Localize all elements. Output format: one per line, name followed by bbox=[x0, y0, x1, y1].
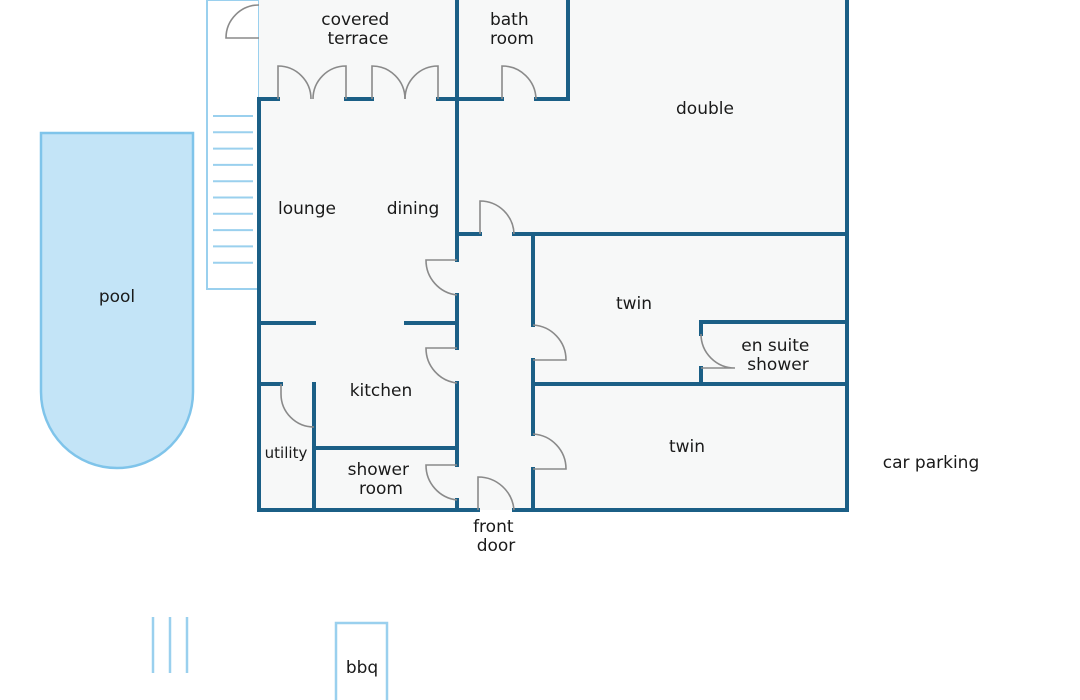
label-dining: dining bbox=[387, 199, 440, 219]
door-swing-icon bbox=[225, 4, 260, 39]
door-swing-icon bbox=[532, 324, 567, 361]
door-swing-icon bbox=[371, 65, 406, 100]
outdoor-shower-posts bbox=[151, 617, 189, 673]
door-swing-icon bbox=[479, 200, 515, 235]
label-utility: utility bbox=[265, 444, 308, 462]
label-front-door: front door bbox=[473, 517, 519, 556]
label-kitchen: kitchen bbox=[350, 381, 413, 401]
label-bbq: bbq bbox=[346, 658, 378, 678]
label-lounge: lounge bbox=[278, 199, 336, 219]
doors bbox=[225, 4, 736, 511]
door-swing-icon bbox=[277, 65, 312, 100]
door-swing-icon bbox=[312, 65, 347, 100]
door-swing-icon bbox=[700, 333, 736, 369]
label-car-parking: car parking bbox=[883, 453, 980, 473]
label-pool: pool bbox=[99, 287, 135, 307]
label-covered-terrace: covered terrace bbox=[321, 10, 395, 49]
label-twin-lower: twin bbox=[669, 437, 705, 457]
door-swing-icon bbox=[532, 433, 567, 470]
step-lines bbox=[213, 115, 253, 264]
house-floor bbox=[259, 0, 847, 510]
bbq-outline bbox=[334, 621, 389, 700]
door-swing-icon bbox=[425, 464, 458, 501]
room-labels: covered terrace bath room double pool lo… bbox=[99, 10, 979, 678]
door-swing-icon bbox=[477, 476, 515, 511]
label-shower-room: shower room bbox=[348, 460, 415, 499]
label-bath-room: bath room bbox=[490, 10, 534, 49]
label-en-suite-shower: en suite shower bbox=[741, 336, 815, 375]
walls bbox=[257, 0, 849, 512]
terrace-steps bbox=[206, 0, 260, 290]
door-swing-icon bbox=[501, 65, 537, 100]
door-swing-icon bbox=[404, 65, 439, 100]
pool bbox=[39, 131, 195, 470]
label-twin-upper: twin bbox=[616, 294, 652, 314]
label-double: double bbox=[676, 99, 734, 119]
door-swing-icon bbox=[280, 384, 315, 428]
door-swing-icon bbox=[425, 347, 458, 384]
door-swing-icon bbox=[425, 259, 458, 296]
pool-icon bbox=[39, 131, 195, 470]
